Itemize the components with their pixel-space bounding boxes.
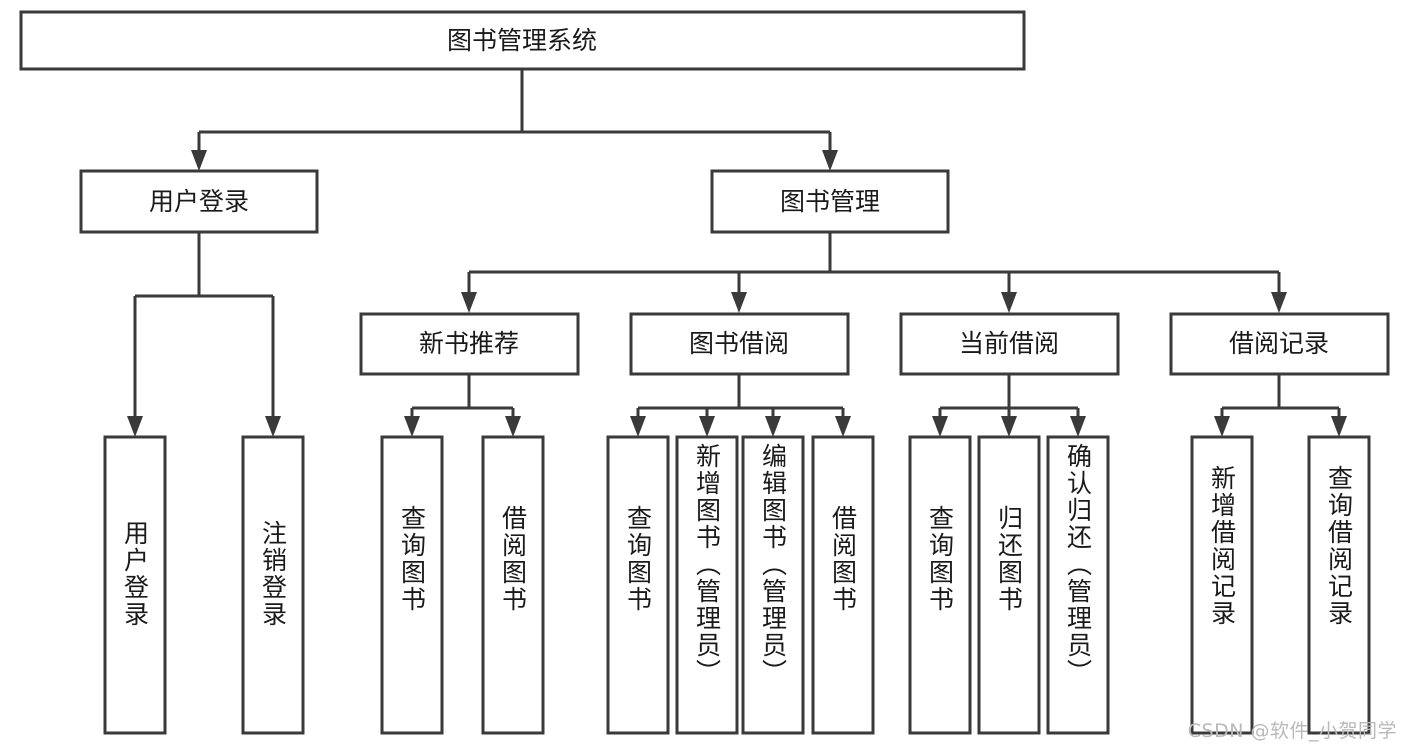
arrow-to-leaf-borrow-borrow [835,416,851,437]
arrow-to-current-borrow [1001,292,1017,313]
node-new-book-recommend-box[interactable] [359,312,580,376]
node-leaf-recommend-query-box[interactable] [380,435,444,735]
node-leaf-record-query-box[interactable] [1307,435,1371,735]
node-root-box[interactable] [19,10,1026,71]
arrow-to-leaf-recommend-query [404,416,420,437]
watermark-text: CSDN @软件_小贺同学 [1187,720,1397,742]
node-leaf-logout-box[interactable] [241,435,305,735]
node-root-label: 图书管理系统 [447,26,597,55]
node-current-borrow-label: 当前借阅 [959,329,1059,358]
node-borrow-record-label: 借阅记录 [1229,329,1329,358]
node-leaf-borrow-query-box[interactable] [606,435,670,735]
node-book-management[interactable]: 图书管理 [710,169,950,234]
node-leaf-record-add-box[interactable] [1190,435,1254,735]
connectors-layer [127,69,1347,437]
node-borrow-record-box[interactable] [1169,312,1390,376]
node-new-book-recommend-label: 新书推荐 [419,329,519,358]
node-leaf-current-confirm-box[interactable] [1046,435,1110,735]
node-root[interactable]: 图书管理系统 [19,10,1026,71]
node-leaf-borrow-add-box[interactable] [675,435,739,735]
arrow-to-leaf-borrow-query [630,416,646,437]
arrow-to-leaf-logout [265,416,281,437]
node-book-borrow[interactable]: 图书借阅 [629,312,850,376]
arrow-to-leaf-recommend-borrow [505,416,521,437]
arrow-to-leaf-current-return [1001,416,1017,437]
node-book-management-label: 图书管理 [780,187,880,216]
arrow-to-leaf-borrow-edit [765,416,781,437]
node-book-borrow-label: 图书借阅 [689,329,789,358]
arrow-to-leaf-record-add [1214,416,1230,437]
arrow-to-book-mgmt [822,150,838,171]
node-book-borrow-box[interactable] [629,312,850,376]
arrow-to-leaf-borrow-add [699,416,715,437]
node-user-login-box[interactable] [79,169,319,234]
node-borrow-record[interactable]: 借阅记录 [1169,312,1390,376]
node-book-management-box[interactable] [710,169,950,234]
arrow-to-new-book-recommend [461,292,477,313]
node-user-login[interactable]: 用户登录 [79,169,319,234]
nodes-layer: 图书管理系统 用户登录 图书管理 新书推荐 图书借阅 [19,10,1390,735]
arrow-to-user-login [191,150,207,171]
node-current-borrow[interactable]: 当前借阅 [899,312,1120,376]
arrow-to-leaf-current-query [932,416,948,437]
arrow-to-leaf-user-login [127,416,143,437]
node-leaf-borrow-edit-box[interactable] [741,435,805,735]
arrow-to-book-borrow [731,292,747,313]
node-leaf-user-login-box[interactable] [103,435,167,735]
node-new-book-recommend[interactable]: 新书推荐 [359,312,580,376]
node-leaf-recommend-borrow-box[interactable] [481,435,545,735]
node-current-borrow-box[interactable] [899,312,1120,376]
arrow-to-leaf-record-query [1331,416,1347,437]
node-user-login-label: 用户登录 [149,187,249,216]
node-leaf-current-query-box[interactable] [908,435,972,735]
node-leaf-current-return-box[interactable] [977,435,1041,735]
node-leaf-borrow-borrow-box[interactable] [811,435,875,735]
arrow-to-leaf-current-confirm [1070,416,1086,437]
arrow-to-borrow-record [1271,292,1287,313]
